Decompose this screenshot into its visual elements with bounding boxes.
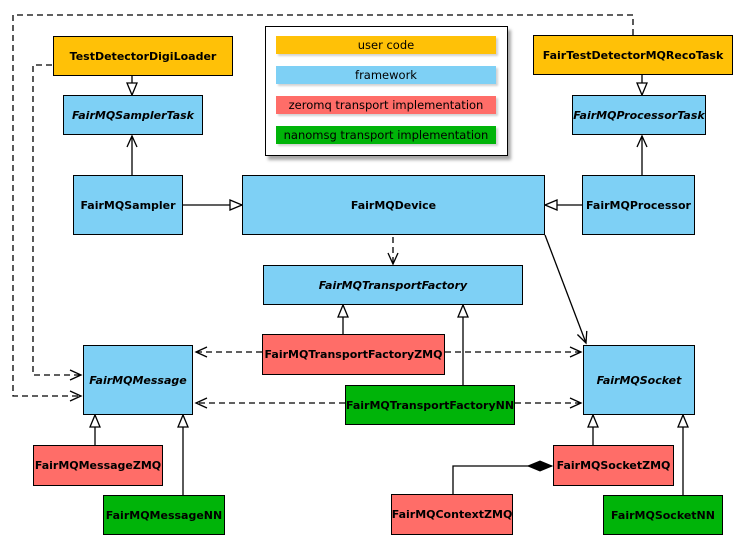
node-fairmq-device: FairMQDevice bbox=[242, 175, 545, 235]
node-fairmq-transport-factory: FairMQTransportFactory bbox=[263, 265, 523, 305]
edge-digiloader-message bbox=[32, 64, 83, 381]
node-fairmq-message-nn: FairMQMessageNN bbox=[103, 495, 225, 535]
legend-item-zeromq: zeromq transport implementation bbox=[276, 96, 496, 114]
node-fairmq-socket-zmq: FairMQSocketZMQ bbox=[553, 445, 674, 486]
node-fair-test-detector-mq-reco-task: FairTestDetectorMQRecoTask bbox=[533, 35, 733, 75]
legend-item-framework: framework bbox=[276, 66, 496, 84]
legend: user code framework zeromq transport imp… bbox=[265, 26, 508, 156]
edge-recotask-message bbox=[12, 14, 634, 402]
node-fairmq-socket-nn: FairMQSocketNN bbox=[603, 495, 723, 535]
node-fairmq-transport-factory-zmq: FairMQTransportFactoryZMQ bbox=[262, 334, 445, 375]
node-fairmq-socket: FairMQSocket bbox=[583, 345, 695, 415]
edge-contextzmq-socketzmq bbox=[452, 460, 554, 494]
legend-item-nanomsg: nanomsg transport implementation bbox=[276, 126, 496, 144]
node-fairmq-message-zmq: FairMQMessageZMQ bbox=[33, 445, 163, 486]
node-fairmq-processor: FairMQProcessor bbox=[582, 175, 695, 235]
edge-device-socket bbox=[544, 234, 588, 345]
node-fairmq-sampler-task: FairMQSamplerTask bbox=[63, 95, 203, 135]
node-fairmq-sampler: FairMQSampler bbox=[73, 175, 183, 235]
node-fairmq-context-zmq: FairMQContextZMQ bbox=[391, 494, 513, 535]
legend-item-user-code: user code bbox=[276, 36, 496, 54]
node-fairmq-processor-task: FairMQProcessorTask bbox=[572, 95, 706, 135]
node-fairmq-transport-factory-nn: FairMQTransportFactoryNN bbox=[345, 385, 515, 425]
node-test-detector-digi-loader: TestDetectorDigiLoader bbox=[53, 36, 233, 76]
node-fairmq-message: FairMQMessage bbox=[83, 345, 193, 415]
